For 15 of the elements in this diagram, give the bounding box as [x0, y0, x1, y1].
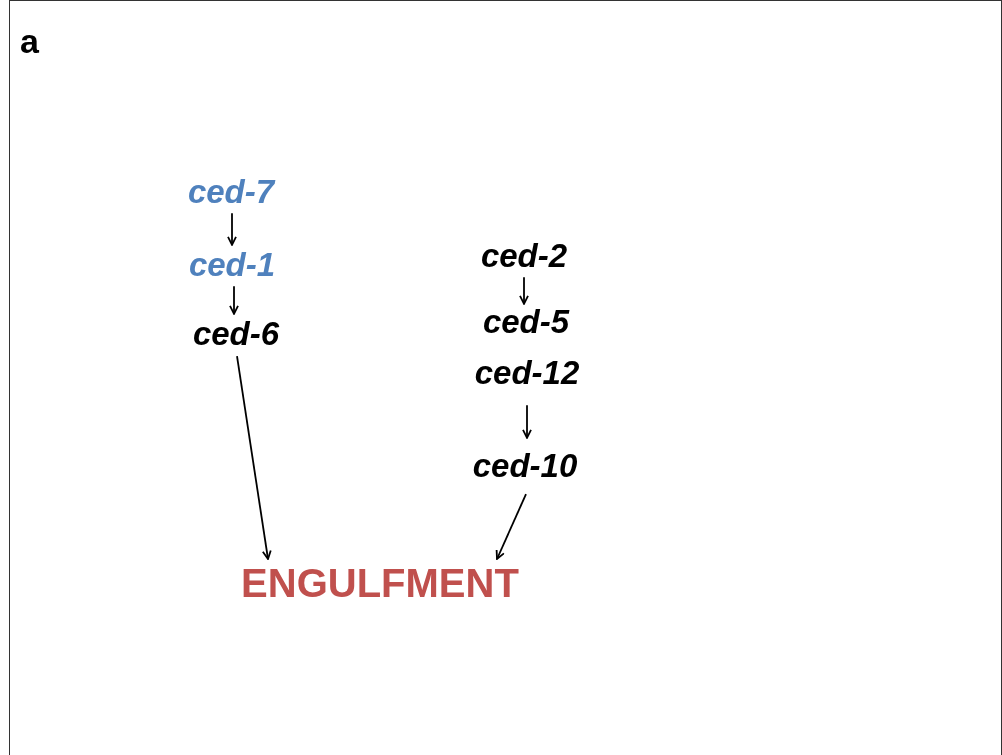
gene-name: ced-5: [482, 303, 570, 341]
arrow: [522, 404, 532, 439]
panel-letter: a: [20, 22, 39, 61]
gene-name: ced-2: [480, 237, 568, 275]
arrow: [227, 212, 237, 246]
gene-name: ced-12: [474, 354, 580, 392]
gene-name: ced-10: [472, 447, 578, 485]
arrow: [495, 493, 527, 560]
gene-name: ced-6: [192, 315, 280, 353]
gene-name: ced-7: [187, 173, 275, 211]
arrow: [519, 276, 529, 305]
outcome-label: ENGULFMENT: [241, 561, 519, 605]
arrow: [229, 285, 239, 315]
gene-name: ced-1: [188, 246, 276, 284]
arrow: [236, 355, 272, 560]
